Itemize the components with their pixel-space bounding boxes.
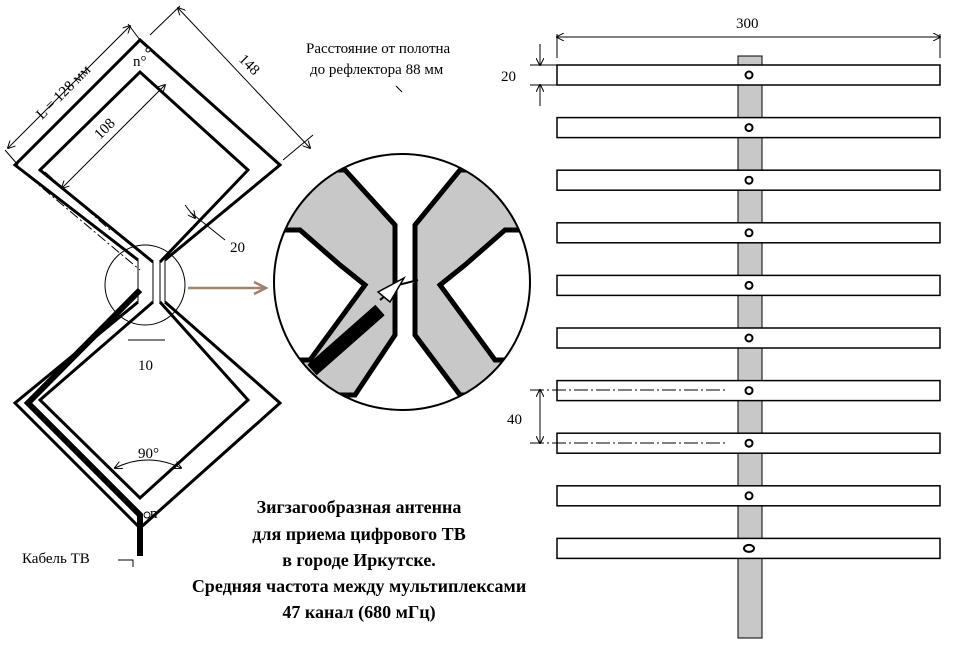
lower-loop-inner (37, 300, 251, 501)
dim-l-label: L = 128 мм (34, 62, 95, 123)
dim-gap-label: 20 (230, 240, 245, 256)
angle-label: 90° (138, 446, 159, 462)
title-line-1: Зигзагообразная антенна (257, 497, 462, 517)
title-line-4: Средняя частота между мультиплексами (192, 576, 526, 596)
node-label-top: n° (133, 54, 147, 70)
bar-mount-hole (744, 175, 754, 185)
feed-detail-circle (104, 244, 186, 326)
bar-mount-hole (744, 386, 754, 396)
reflector-distance-note-line1: Расстояние от полотна (306, 41, 451, 57)
reflector (530, 34, 941, 639)
reflector-width-label: 300 (736, 16, 759, 32)
cable-label: Кабель ТВ (22, 551, 90, 567)
node-label-bottom: n (150, 506, 158, 522)
reflector-distance-note-line2: до рефлектора 88 мм (310, 62, 444, 78)
coax-cable (23, 287, 143, 556)
bar-mount-hole (744, 123, 754, 133)
antenna-dimensions (4, 5, 314, 567)
dim-feed-gap-label: 10 (138, 358, 153, 374)
title-line-3: в городе Иркутске. (282, 550, 436, 570)
dim-inner-label: 108 (92, 116, 119, 143)
bar-mount-hole (743, 543, 755, 553)
reflector-bars (556, 64, 941, 560)
diagram-title: Зигзагообразная антенна для приема цифро… (192, 497, 526, 623)
bar-mount-hole (744, 228, 754, 238)
bar-mount-hole (744, 333, 754, 343)
upper-loop-outer (12, 37, 283, 262)
bar-mount-hole (744, 70, 754, 80)
bar-mount-hole (744, 491, 754, 501)
dim-outer-label: 148 (235, 52, 262, 79)
bar-mount-hole (744, 280, 754, 290)
reflector-spacing-label: 40 (507, 412, 522, 428)
title-line-2: для приема цифрового ТВ (252, 524, 465, 544)
title-line-5: 47 канал (680 мГц) (282, 602, 435, 623)
bar-mount-hole (744, 438, 754, 448)
reflector-bar-height-label: 20 (501, 69, 516, 85)
feed-zoom-detail (273, 153, 531, 411)
